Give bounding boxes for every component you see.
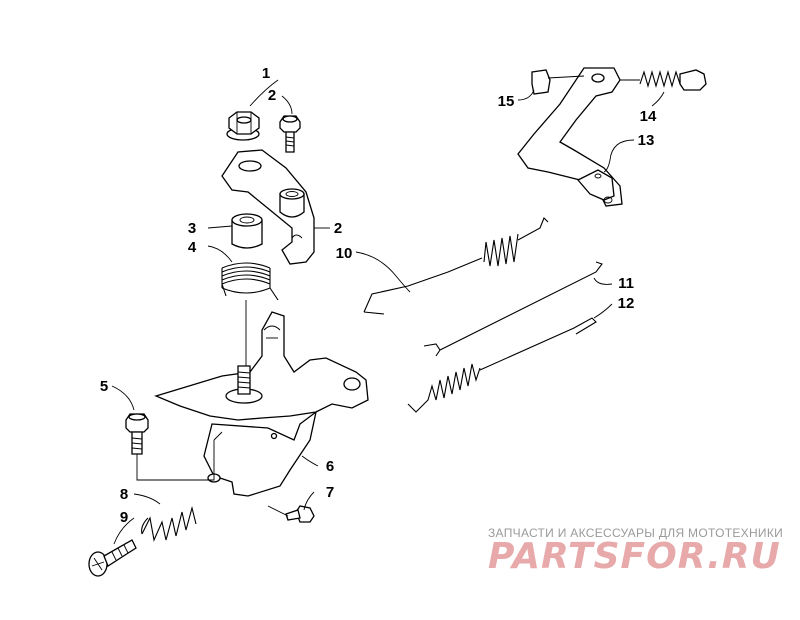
leader-lines <box>111 79 665 545</box>
callout-1: 2 <box>334 220 342 237</box>
callout-7: 7 <box>326 484 334 501</box>
part-torsion-spring <box>221 262 279 301</box>
part-cap <box>531 69 585 95</box>
part-bushing <box>231 213 263 249</box>
callout-11: 11 <box>618 275 634 292</box>
callout-10: 10 <box>336 245 353 262</box>
callout-6: 6 <box>326 458 334 475</box>
callout-3: 1 <box>262 65 270 82</box>
callout-14: 14 <box>640 108 657 125</box>
callout-9: 9 <box>120 509 128 526</box>
part-screw-left <box>125 413 149 455</box>
callout-5: 4 <box>188 239 197 256</box>
callout-4: 3 <box>188 220 196 237</box>
callout-2-left: 5 <box>100 378 108 395</box>
part-long-rod <box>423 261 603 357</box>
assembly-line-screw-2 <box>213 431 223 441</box>
callouts: 1 2 2 3 4 5 6 7 8 9 10 11 12 13 14 15 <box>100 65 657 526</box>
part-bracket-arm <box>221 149 315 265</box>
watermark-tagline: ЗАПЧАСТИ И АКСЕССУАРЫ ДЛЯ МОТОТЕХНИКИ <box>488 526 784 540</box>
part-base-bracket <box>154 311 369 497</box>
callout-15: 15 <box>498 93 515 110</box>
part-screw-top <box>279 115 301 153</box>
callout-8: 8 <box>120 486 128 503</box>
watermark-logo: PARTSFOR.RU <box>488 536 781 577</box>
callout-13: 13 <box>638 132 655 149</box>
part-compression-spring <box>141 505 197 542</box>
assembly-line-screw <box>136 440 215 481</box>
part-rod-spring-12 <box>407 317 597 413</box>
callout-12: 12 <box>618 295 635 312</box>
part-stud <box>225 365 263 404</box>
part-adjust-bolt <box>620 69 707 91</box>
part-rod-with-spring <box>363 217 549 315</box>
part-small-bolt <box>267 505 315 523</box>
part-pan-screw <box>88 539 137 577</box>
part-lever-arm <box>517 67 623 207</box>
callout-2-top: 2 <box>268 87 276 104</box>
part-flange-nut <box>226 111 260 141</box>
